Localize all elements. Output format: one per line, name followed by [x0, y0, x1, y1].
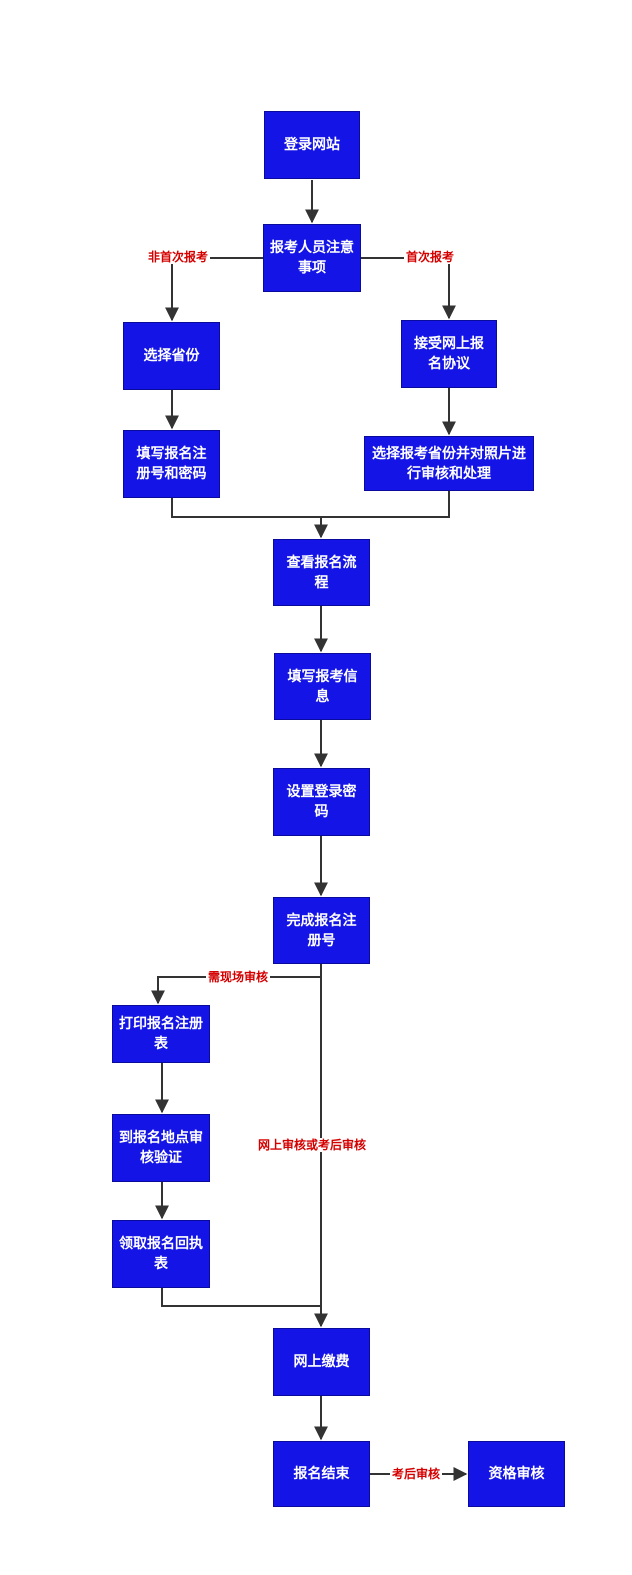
edge-label-onsite-needed: 需现场审核: [206, 970, 271, 984]
node-view-process: 查看报名流程: [273, 539, 370, 606]
edge-label-after-exam: 考后审核: [390, 1467, 443, 1481]
edge-fill-reg-merge: [171, 491, 450, 518]
node-notice: 报考人员注意事项: [263, 224, 361, 292]
edge-notice-to-select-province: [165, 257, 263, 322]
node-fill-info: 填写报考信息: [274, 653, 371, 720]
node-print-form: 打印报名注册表: [112, 1005, 210, 1063]
node-select-province: 选择省份: [123, 322, 220, 390]
node-complete-reg: 完成报名注册号: [273, 897, 370, 964]
node-get-receipt: 领取报名回执表: [112, 1220, 210, 1288]
node-qual-review: 资格审核: [468, 1441, 565, 1507]
edge-label-first: 首次报考: [404, 250, 457, 264]
edge-label-not-first: 非首次报考: [146, 250, 211, 264]
node-pay-online: 网上缴费: [273, 1328, 370, 1396]
node-reg-end: 报名结束: [273, 1441, 370, 1507]
node-onsite-verify: 到报名地点审核验证: [112, 1114, 210, 1182]
node-accept-agreement: 接受网上报名协议: [401, 320, 497, 388]
edge-notice-to-accept-agreement: [361, 257, 456, 320]
node-set-password: 设置登录密码: [273, 768, 370, 836]
node-fill-reg-password: 填写报名注册号和密码: [123, 430, 220, 498]
edge-label-online-or-after: 网上审核或考后审核: [256, 1138, 369, 1152]
node-login-site: 登录网站: [264, 111, 360, 179]
node-select-province-photo: 选择报考省份并对照片进行审核和处理: [364, 436, 534, 491]
edge-receipt-merge: [161, 1288, 321, 1307]
